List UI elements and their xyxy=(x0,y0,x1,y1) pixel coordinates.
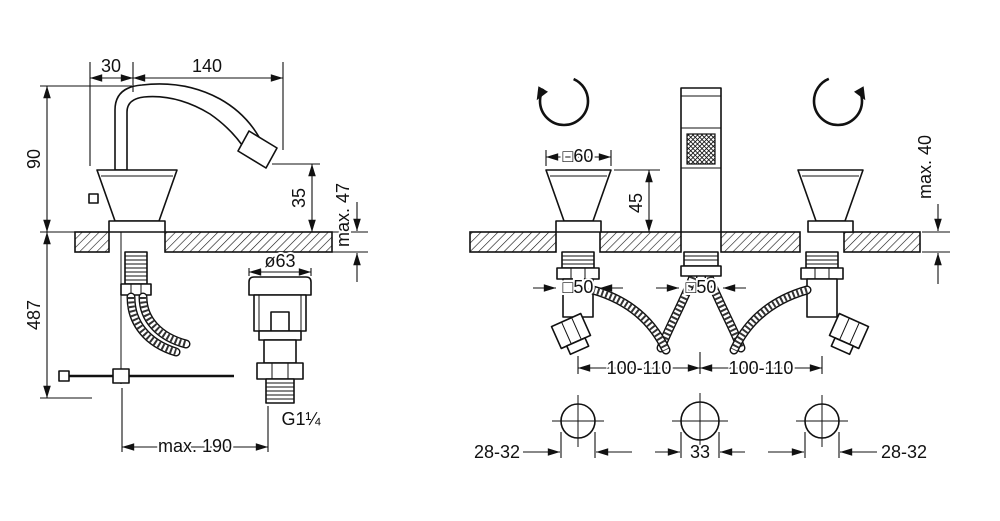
deck-left-segment xyxy=(74,231,110,253)
dim-hole-dia-center: 33 xyxy=(690,442,710,462)
handle-left xyxy=(545,169,612,233)
dim-spout-offset: 30 xyxy=(101,56,121,76)
dim-hole-spacing-left: 100-110 xyxy=(607,358,672,378)
deck-segment-4 xyxy=(843,231,921,253)
dim-height-above-deck: 90 xyxy=(24,149,44,169)
rotate-ccw-icon xyxy=(536,75,590,127)
dim-valve-square-left: □50 xyxy=(563,277,594,297)
left-view: 30 140 90 487 35 max. 47 ø63 G1¼ max. 19… xyxy=(22,54,368,458)
rotate-cw-icon xyxy=(812,75,866,127)
dim-hole-dia-left: 28-32 xyxy=(474,442,520,462)
dim-valve-square-center: □50 xyxy=(686,277,717,297)
cw-arrowhead xyxy=(854,86,866,101)
ccw-arrowhead xyxy=(536,86,548,101)
rod-clamp xyxy=(112,368,130,384)
dim-deck-thickness-max: max. 40 xyxy=(915,135,935,199)
spout-supply-fitting xyxy=(680,251,722,277)
dim-rod-reach-max: max. 190 xyxy=(158,436,232,456)
valve-left-hose xyxy=(588,285,671,355)
valve-right-hose xyxy=(729,285,812,355)
valve-left xyxy=(550,251,600,356)
deck-segment-3 xyxy=(720,231,801,253)
dim-waste-flange-diameter: ø63 xyxy=(264,251,295,271)
handle-right xyxy=(797,169,864,233)
deck-segment-1 xyxy=(469,231,557,253)
left-view-dimensions xyxy=(40,62,368,452)
valve-right xyxy=(800,251,870,356)
lever-knob xyxy=(58,370,70,382)
dim-below-deck-depth: 487 xyxy=(24,300,44,330)
dim-hole-spacing-right: 100-110 xyxy=(729,358,794,378)
faucet-side-tab xyxy=(88,193,99,204)
aerator xyxy=(686,133,716,165)
right-view-dimensions xyxy=(523,150,950,458)
dim-hole-dia-right: 28-32 xyxy=(881,442,927,462)
dim-handle-square: □60 xyxy=(563,146,594,166)
supply-hoses xyxy=(126,292,191,357)
waste-thread-label: G1¼ xyxy=(281,409,321,429)
hole-pattern xyxy=(552,393,848,449)
dim-deck-thickness-max: max. 47 xyxy=(333,183,353,247)
right-view: □60 45 max. 40 □50 □50 100-110 100-110 2… xyxy=(469,75,950,464)
deck-right-segment xyxy=(164,231,333,253)
dim-spout-tip-height: 35 xyxy=(289,188,309,208)
pop-up-waste xyxy=(248,276,312,404)
spout xyxy=(114,83,260,171)
faucet-base-plate xyxy=(108,220,166,233)
faucet-shank xyxy=(120,251,152,296)
dim-spout-reach: 140 xyxy=(192,56,222,76)
spout-column xyxy=(680,87,722,233)
deck-segment-2 xyxy=(599,231,682,253)
faucet-body-cone xyxy=(96,169,178,222)
dim-spout-height: 45 xyxy=(626,193,646,213)
spout-nozzle xyxy=(237,130,278,169)
